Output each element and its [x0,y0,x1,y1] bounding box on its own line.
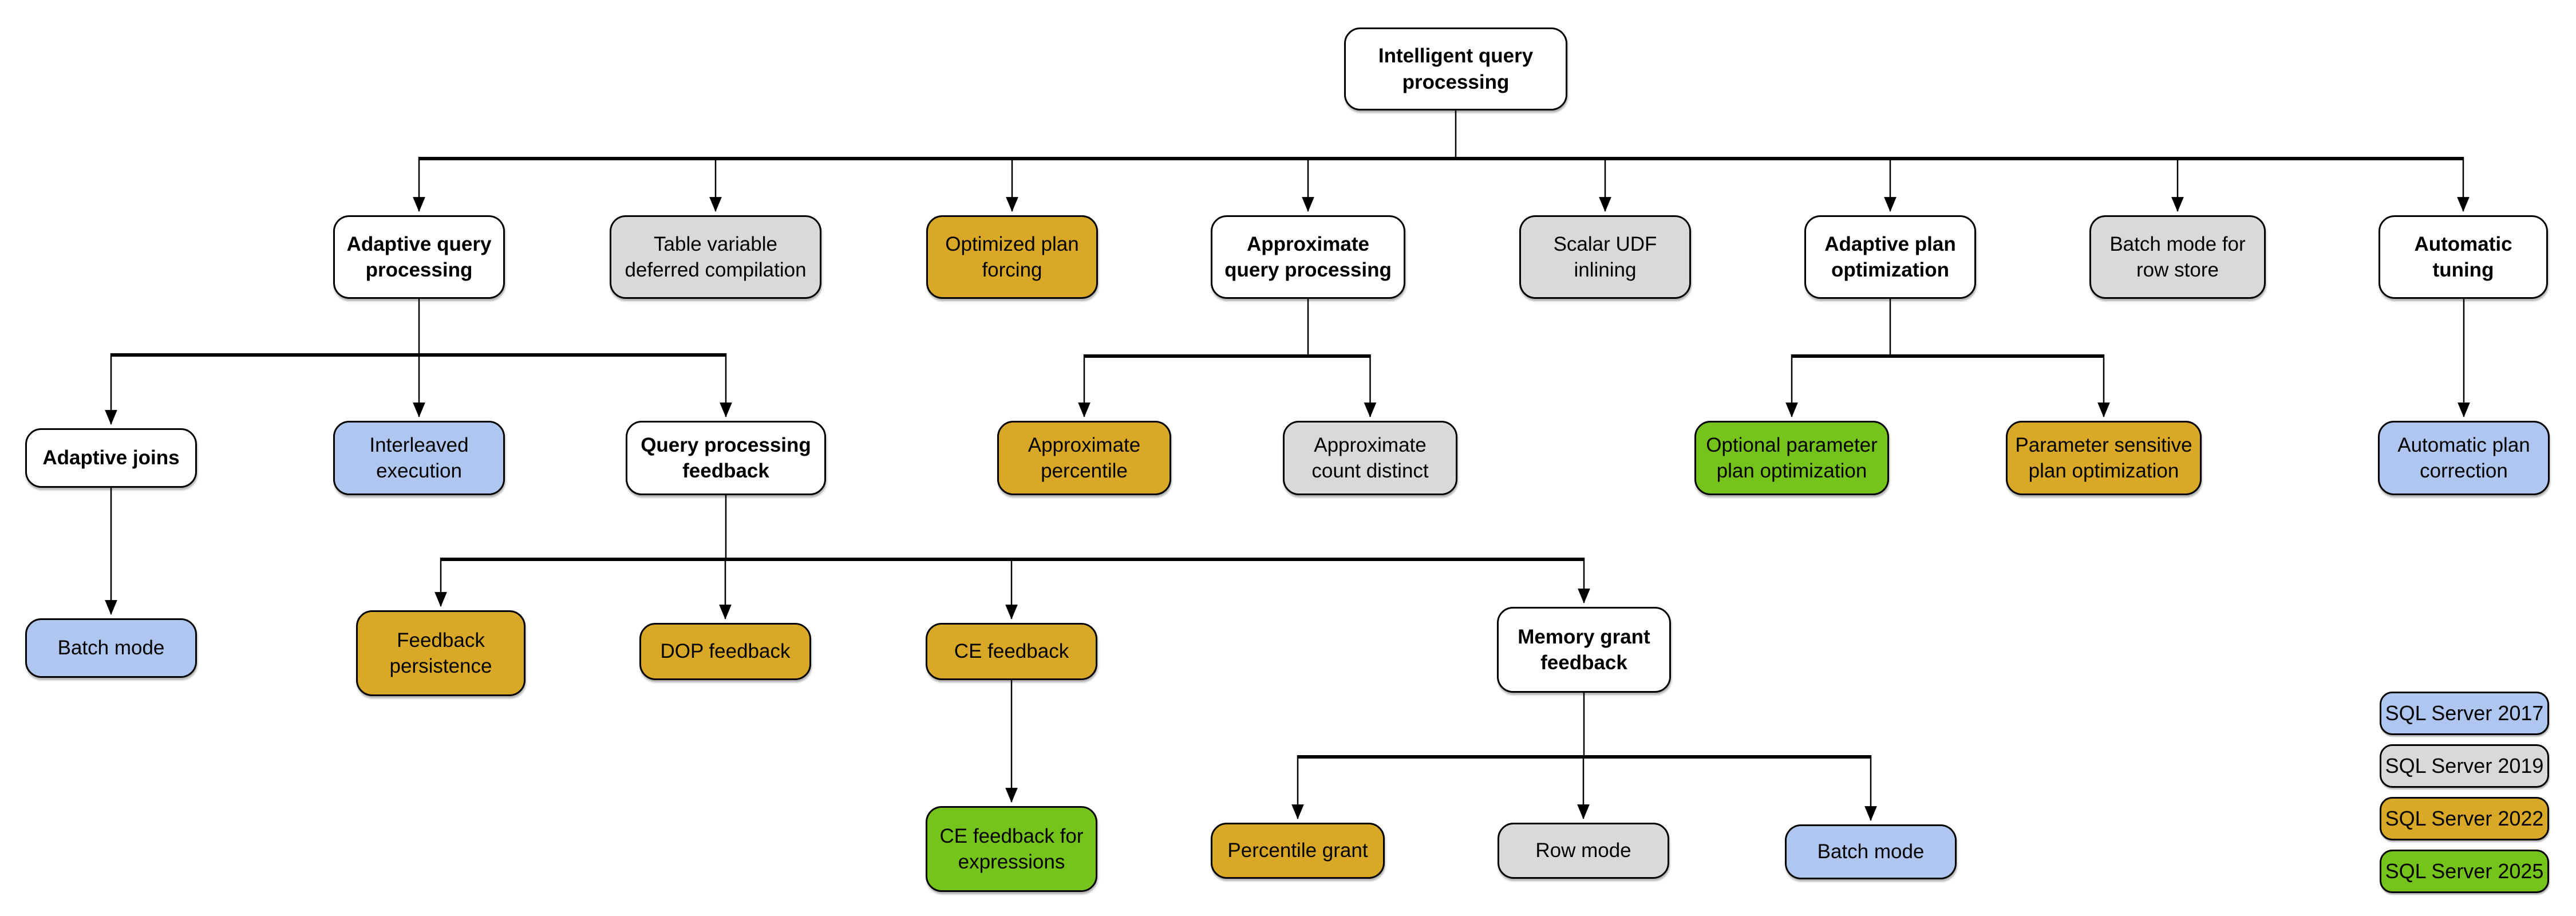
node-ie: Interleaved execution [333,421,505,495]
node-label: Row mode [1535,839,1631,862]
legend-item-2022: SQL Server 2022 [2380,797,2549,840]
node-label: Scalar UDF inlining [1553,232,1657,282]
legend-label: SQL Server 2025 [2385,859,2544,883]
node-oppo: Optional parameter plan optimization [1694,421,1889,495]
node-apo: Adaptive plan optimization [1804,215,1976,299]
node-bm1: Batch mode [25,618,197,678]
node-label: Batch mode [1817,840,1925,863]
node-label: Table variable deferred compilation [625,232,807,282]
node-label: Automatic tuning [2414,232,2512,282]
node-sudf: Scalar UDF inlining [1519,215,1691,299]
node-cef: CE feedback [926,623,1097,680]
node-label: Approximate percentile [1028,433,1141,483]
node-label: Feedback persistence [389,629,492,678]
node-cefe: CE feedback for expressions [926,806,1097,892]
node-fp: Feedback persistence [356,610,526,696]
node-tvdc: Table variable deferred compilation [610,215,821,299]
node-label: Approximate query processing [1224,232,1392,282]
node-label: Approximate count distinct [1311,433,1429,483]
node-label: Batch mode [57,637,165,660]
node-label: Interleaved execution [369,433,469,483]
node-label: Intelligent query processing [1378,45,1534,93]
node-label: Adaptive query processing [346,232,492,282]
node-qpf: Query processing feedback [626,421,826,495]
node-label: Query processing feedback [641,433,811,483]
node-label: Memory grant feedback [1518,625,1650,674]
node-at: Automatic tuning [2379,215,2548,299]
legend-item-2025: SQL Server 2025 [2380,850,2549,893]
legend-label: SQL Server 2017 [2385,701,2544,725]
node-label: DOP feedback [660,640,791,663]
node-label: Adaptive plan optimization [1824,232,1956,282]
node-acd: Approximate count distinct [1283,421,1457,495]
node-root: Intelligent query processing [1344,27,1567,110]
node-aqp: Adaptive query processing [333,215,505,299]
node-label: CE feedback for expressions [939,824,1084,874]
node-label: Optional parameter plan optimization [1706,433,1878,483]
node-ap: Approximate percentile [997,421,1171,495]
node-label: Batch mode for row store [2109,232,2246,282]
node-opf: Optimized plan forcing [926,215,1098,299]
node-label: Automatic plan correction [2397,433,2530,483]
node-label: Parameter sensitive plan optimization [2015,433,2192,483]
node-pspo: Parameter sensitive plan optimization [2006,421,2202,495]
node-pg: Percentile grant [1211,823,1385,879]
node-label: Percentile grant [1227,839,1368,862]
node-label: Adaptive joins [42,447,180,469]
legend-label: SQL Server 2019 [2385,754,2544,777]
node-dop: DOP feedback [639,623,811,680]
node-apc: Automatic plan correction [2378,421,2550,495]
node-bmrs: Batch mode for row store [2089,215,2266,299]
node-mgf: Memory grant feedback [1497,607,1671,693]
node-label: Optimized plan forcing [945,232,1079,282]
node-label: CE feedback [954,640,1069,663]
node-aj: Adaptive joins [25,428,197,488]
node-bm2: Batch mode [1785,824,1957,879]
legend-label: SQL Server 2022 [2385,807,2544,830]
node-rm: Row mode [1498,823,1669,879]
legend-item-2017: SQL Server 2017 [2380,692,2549,735]
legend-item-2019: SQL Server 2019 [2380,744,2549,788]
node-approx-qp: Approximate query processing [1211,215,1405,299]
